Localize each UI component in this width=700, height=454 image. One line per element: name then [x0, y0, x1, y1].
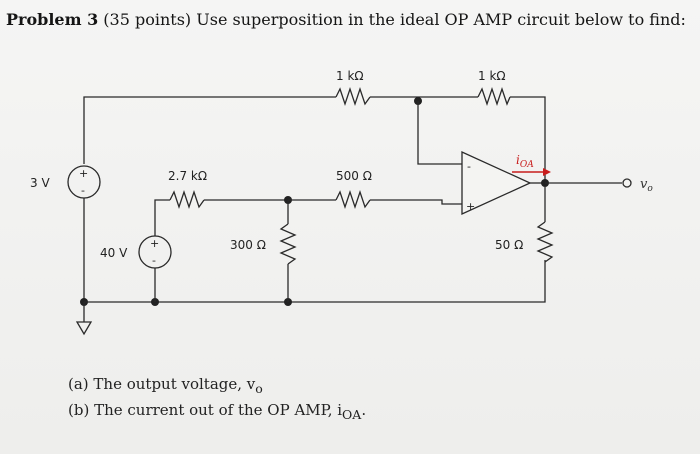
- output-label: vo: [640, 177, 653, 194]
- label-r-2-7k: 2.7 kΩ: [168, 169, 207, 183]
- source-40v-minus: -: [152, 254, 156, 267]
- ground-symbol: [75, 321, 93, 336]
- wire-inverting-input: [417, 101, 466, 165]
- current-arrow-head: [543, 168, 551, 176]
- resistor-2-7k: [169, 189, 205, 210]
- wire-noninverting-input: [370, 199, 466, 205]
- wire-40v-up: [154, 199, 170, 236]
- label-r-top-right: 1 kΩ: [478, 69, 506, 83]
- problem-statement: Problem 3 (35 points) Use superposition …: [6, 10, 696, 29]
- op-amp-plus-sign: +: [466, 200, 475, 213]
- source-40v-plus: +: [150, 237, 159, 250]
- op-amp: [461, 150, 532, 216]
- question-a: (a) The output voltage, vo: [68, 375, 263, 396]
- label-r-500: 500 Ω: [336, 169, 372, 183]
- source-3v-plus: +: [79, 167, 88, 180]
- label-r-300: 300 Ω: [230, 238, 266, 252]
- resistor-1k-top-left: [335, 86, 371, 107]
- source-3v-minus: -: [81, 184, 85, 197]
- terminal-vo: [622, 178, 632, 188]
- label-40v: 40 V: [100, 246, 128, 260]
- resistor-300: [279, 223, 297, 265]
- resistor-1k-top-right: [477, 86, 511, 107]
- current-label: iOA: [516, 153, 534, 170]
- question-b: (b) The current out of the OP AMP, iOA.: [68, 401, 367, 422]
- op-amp-minus-sign: -: [467, 160, 471, 173]
- resistor-500: [335, 189, 371, 210]
- problem-number: Problem 3: [6, 10, 99, 29]
- resistor-50: [536, 221, 554, 263]
- wire-bottom: [84, 260, 546, 303]
- wire-top-right: [510, 96, 546, 184]
- label-r-top-left: 1 kΩ: [336, 69, 364, 83]
- label-r-50: 50 Ω: [495, 238, 523, 252]
- problem-text: (35 points) Use superposition in the ide…: [98, 10, 686, 29]
- wire-top-left: [83, 96, 336, 164]
- label-3v: 3 V: [30, 176, 50, 190]
